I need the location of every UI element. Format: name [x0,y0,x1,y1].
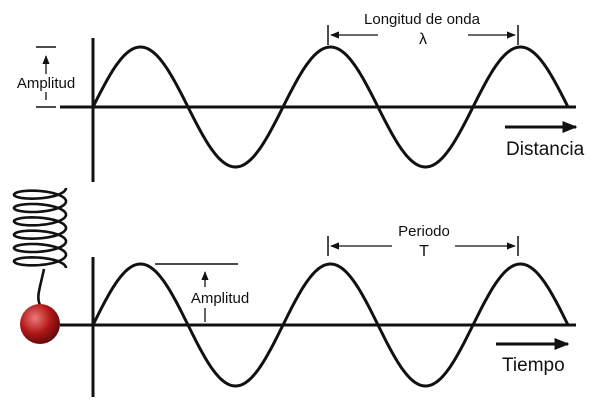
distance-axis-label: Distancia [506,139,585,160]
bottom-sine-wave [91,262,570,388]
top-amplitude-label: Amplitud [17,75,75,92]
period-label: Periodo [398,223,450,240]
spring-wire [37,268,46,306]
wavelength-label: Longitud de onda [364,11,481,28]
spring-icon [12,187,68,269]
time-axis-label: Tiempo [502,355,565,376]
bob-icon [20,304,60,344]
wavelength-symbol: λ [419,31,427,48]
top-panel: Amplitud Longitud de onda λ Distancia [17,11,585,182]
top-sine-wave [91,45,570,169]
bottom-amplitude-label: Amplitud [191,290,249,307]
period-symbol: T [419,243,429,260]
bottom-panel: Amplitud Periodo T Tiempo [60,223,576,397]
spring-mass [12,187,68,344]
